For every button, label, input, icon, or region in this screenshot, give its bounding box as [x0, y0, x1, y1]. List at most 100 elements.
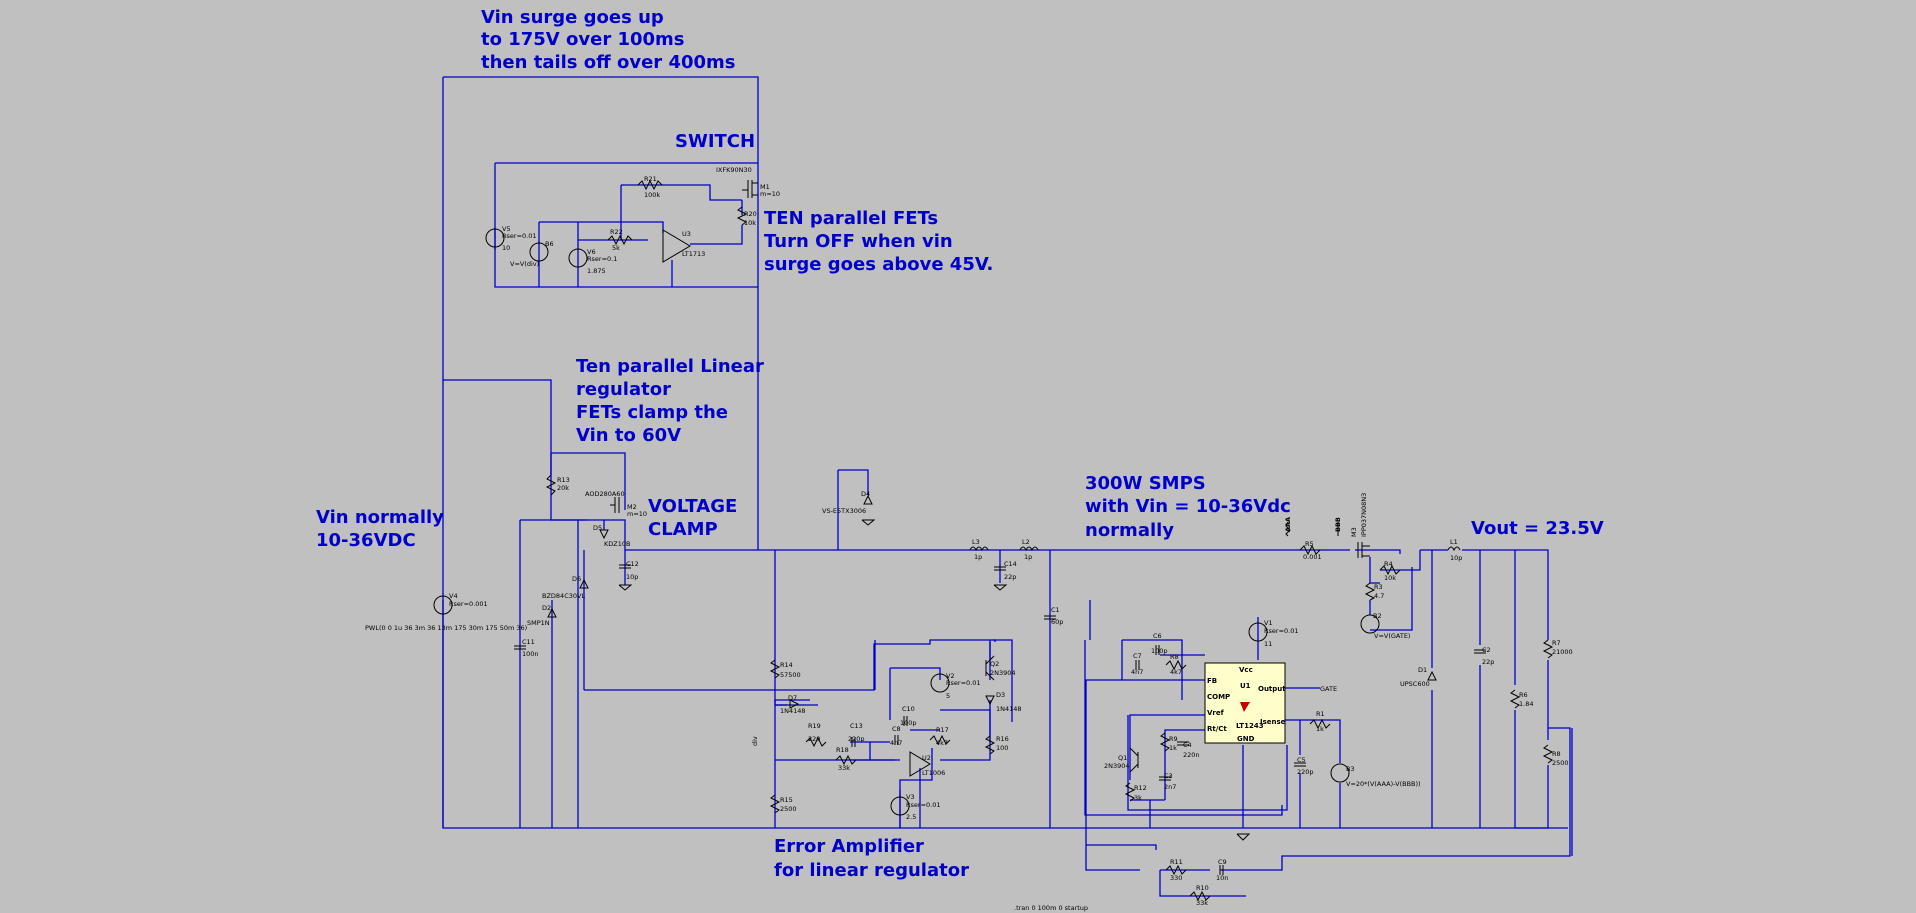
r14-ref: R14 — [780, 661, 793, 669]
r10-val: 33k — [1196, 899, 1208, 907]
q2-part: 2N3904 — [990, 669, 1016, 677]
aaa-net-label: AAA — [1284, 517, 1292, 532]
r22-ref: R22 — [610, 228, 623, 236]
d1-ref: D1 — [1418, 666, 1427, 674]
note-smps-line3: normally — [1085, 520, 1174, 541]
note-erramp-line2: for linear regulator — [774, 860, 969, 881]
u1-pin-isense: Isense — [1260, 718, 1286, 726]
u1-pin-output: Output — [1258, 685, 1286, 693]
source-b6-symbol — [529, 242, 549, 262]
r11-ref: R11 — [1170, 858, 1183, 866]
m3-part: IPP037N08N3 — [1360, 493, 1368, 537]
source-b2-symbol — [1360, 614, 1380, 634]
note-linreg-line3: FETs clamp the — [576, 402, 728, 423]
r1-ref: R1 — [1316, 710, 1325, 718]
v5-val: 10 — [502, 244, 510, 252]
resistor-r15-symbol — [769, 794, 781, 814]
r16-ref: R16 — [996, 735, 1009, 743]
note-tenfets-line3: surge goes above 45V. — [764, 254, 993, 275]
m1-part: IXFK90N30 — [716, 166, 752, 174]
ground-symbol — [1236, 833, 1251, 841]
note-surge-line1: Vin surge goes up — [481, 7, 664, 28]
resistor-r8-symbol — [1165, 659, 1187, 671]
r6-ref: R6 — [1519, 691, 1528, 699]
annotations: Vin surge goes up to 175V over 100ms the… — [316, 7, 1604, 881]
diode-d7-symbol — [789, 699, 800, 709]
v6-val: 1.875 — [587, 267, 606, 275]
capacitor-c11-symbol — [514, 645, 526, 650]
c7-ref: C7 — [1133, 652, 1142, 660]
resistor-r13-symbol — [545, 474, 557, 496]
m1-mult: m=10 — [760, 190, 780, 198]
r11-val: 330 — [1170, 874, 1182, 882]
mosfet-m3-symbol — [1357, 542, 1370, 558]
note-vin-line1: Vin normally — [316, 507, 444, 528]
capacitor-c9-symbol — [1219, 865, 1224, 875]
note-linreg-line2: regulator — [576, 379, 671, 400]
comparator-u3-symbol — [662, 229, 691, 263]
v3-ref: V3 — [906, 793, 915, 801]
r17-val: 4k7 — [936, 739, 948, 747]
c14-ref: C14 — [1004, 560, 1017, 568]
note-smps-line2: with Vin = 10-36Vdc — [1085, 496, 1291, 517]
l3-ref: L3 — [972, 538, 980, 546]
capacitor-c7-symbol — [1135, 660, 1140, 670]
tran-directive: .tran 0 100m 0 startup — [1014, 904, 1088, 912]
r9-val: 1k — [1169, 744, 1177, 752]
r8b-ref: R8 — [1552, 750, 1561, 758]
note-vout: Vout = 23.5V — [1471, 518, 1604, 539]
diode-d2-symbol — [547, 607, 557, 618]
c13-ref: C13 — [850, 722, 863, 730]
source-v1-symbol — [1248, 622, 1268, 642]
c2-ref: C2 — [1482, 646, 1491, 654]
u3-ref: U3 — [682, 230, 691, 238]
r4-ref: R4 — [1384, 560, 1393, 568]
c10-ref: C10 — [902, 705, 915, 713]
note-vin-line2: 10-36VDC — [316, 530, 416, 551]
d3-ref: D3 — [996, 691, 1005, 699]
r14-val: 57500 — [780, 671, 801, 679]
r15-val: 2500 — [780, 805, 797, 813]
c12-val: 10p — [626, 573, 638, 581]
v1-ref: V1 — [1264, 619, 1273, 627]
u1-pin-vref: Vref — [1207, 709, 1225, 717]
c7-val: 4n7 — [1131, 668, 1143, 676]
resistor-r18-symbol — [835, 754, 857, 766]
resistor-r11-symbol — [1165, 864, 1187, 876]
note-surge-line2: to 175V over 100ms — [481, 29, 685, 50]
v4-ref: V4 — [449, 592, 458, 600]
c13-val: 220p — [848, 735, 865, 743]
l3-val: 1p — [974, 553, 982, 561]
m2-ref: M2 — [627, 503, 637, 511]
c4-val: 220n — [1183, 751, 1200, 759]
m3-ref: M3 — [1350, 527, 1358, 537]
source-v6-symbol — [568, 248, 588, 268]
transistor-q2-symbol — [985, 655, 995, 681]
u1-pin-comp: COMP — [1207, 693, 1230, 701]
component-symbols — [433, 179, 1554, 902]
c12-ref: C12 — [626, 560, 639, 568]
b2-ref: B2 — [1373, 612, 1382, 620]
c11-val: 100n — [522, 650, 539, 658]
c14-val: 22p — [1004, 573, 1016, 581]
resistor-r8b-symbol — [1542, 744, 1554, 764]
r1-val: 1k — [1316, 725, 1324, 733]
c11-ref: C11 — [522, 638, 535, 646]
source-b3-symbol — [1330, 763, 1350, 783]
r7-val: 21000 — [1552, 648, 1573, 656]
resistor-r21-symbol — [637, 179, 663, 191]
u3-part: LT1713 — [682, 250, 705, 258]
capacitor-c6-symbol — [1155, 645, 1160, 655]
q1-ref: Q1 — [1118, 754, 1127, 762]
capacitor-c13-symbol — [851, 737, 856, 747]
u1-ref: U1 — [1240, 682, 1251, 690]
capacitor-c2-symbol — [1474, 649, 1486, 654]
opamp-u2-symbol — [909, 751, 931, 777]
m2-part: AOD280A60 — [585, 490, 625, 498]
r18-val: 33k — [838, 764, 850, 772]
r3-ref: R3 — [1374, 583, 1383, 591]
c8-val: 4n7 — [890, 739, 902, 747]
r19-ref: R19 — [808, 722, 821, 730]
